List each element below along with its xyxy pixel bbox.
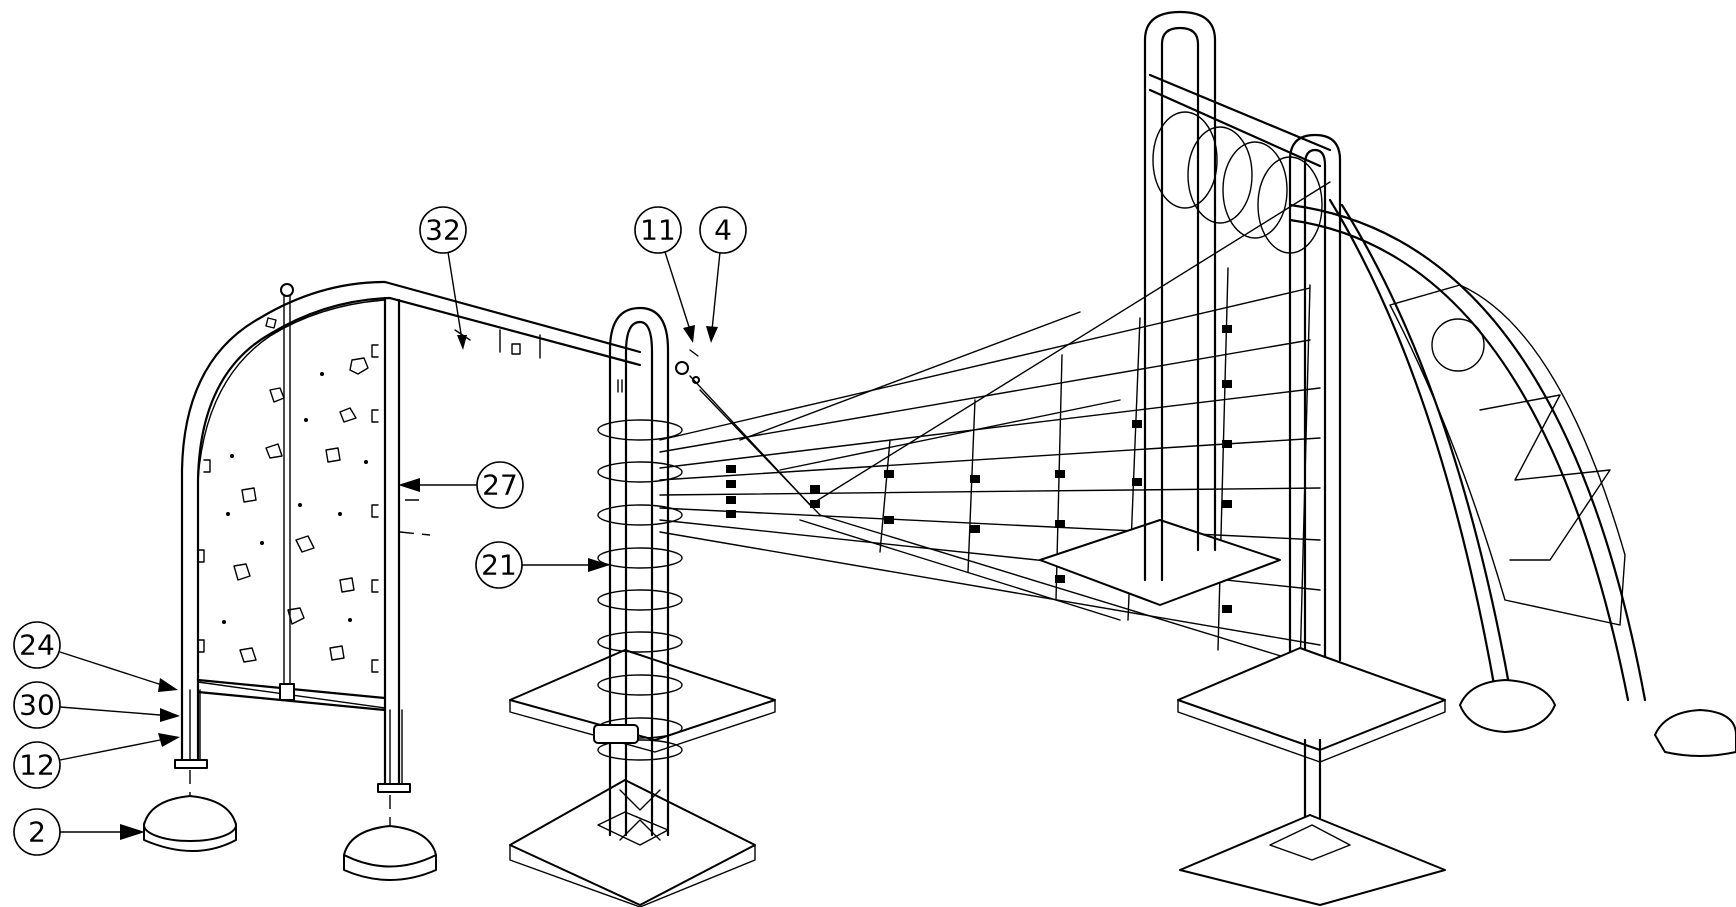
hoops: [1152, 111, 1323, 254]
callout-4-label: 4: [714, 214, 732, 247]
callout-32-label: 32: [425, 214, 461, 247]
callout-27-label: 27: [482, 469, 518, 502]
climbing-holds: [222, 317, 369, 663]
callout-21-label: 21: [481, 549, 517, 582]
callout-30-label: 30: [19, 689, 55, 722]
callout-2-label: 2: [28, 816, 46, 849]
callout-21: 21: [475, 541, 610, 589]
round-base-left: [143, 795, 237, 852]
round-base-right: [343, 825, 437, 881]
callout-12-label: 12: [19, 749, 55, 782]
callout-27: 27: [398, 461, 524, 509]
callout-2: 2: [13, 808, 145, 856]
callout-12: 12: [13, 733, 180, 789]
callout-11: 11: [634, 206, 695, 343]
callout-4: 4: [699, 206, 747, 343]
callout-24: 24: [13, 621, 178, 692]
callout-24-label: 24: [19, 629, 55, 662]
cargo-net: [659, 181, 1331, 671]
callout-11-label: 11: [640, 214, 676, 247]
callout-30: 30: [13, 681, 180, 729]
callout-32: 32: [419, 206, 467, 350]
climbing-wall-assembly: [174, 280, 642, 835]
spiral-post-tower: [509, 306, 776, 907]
hoop-tower: [1039, 10, 1446, 906]
arch-panel: [1288, 198, 1736, 757]
